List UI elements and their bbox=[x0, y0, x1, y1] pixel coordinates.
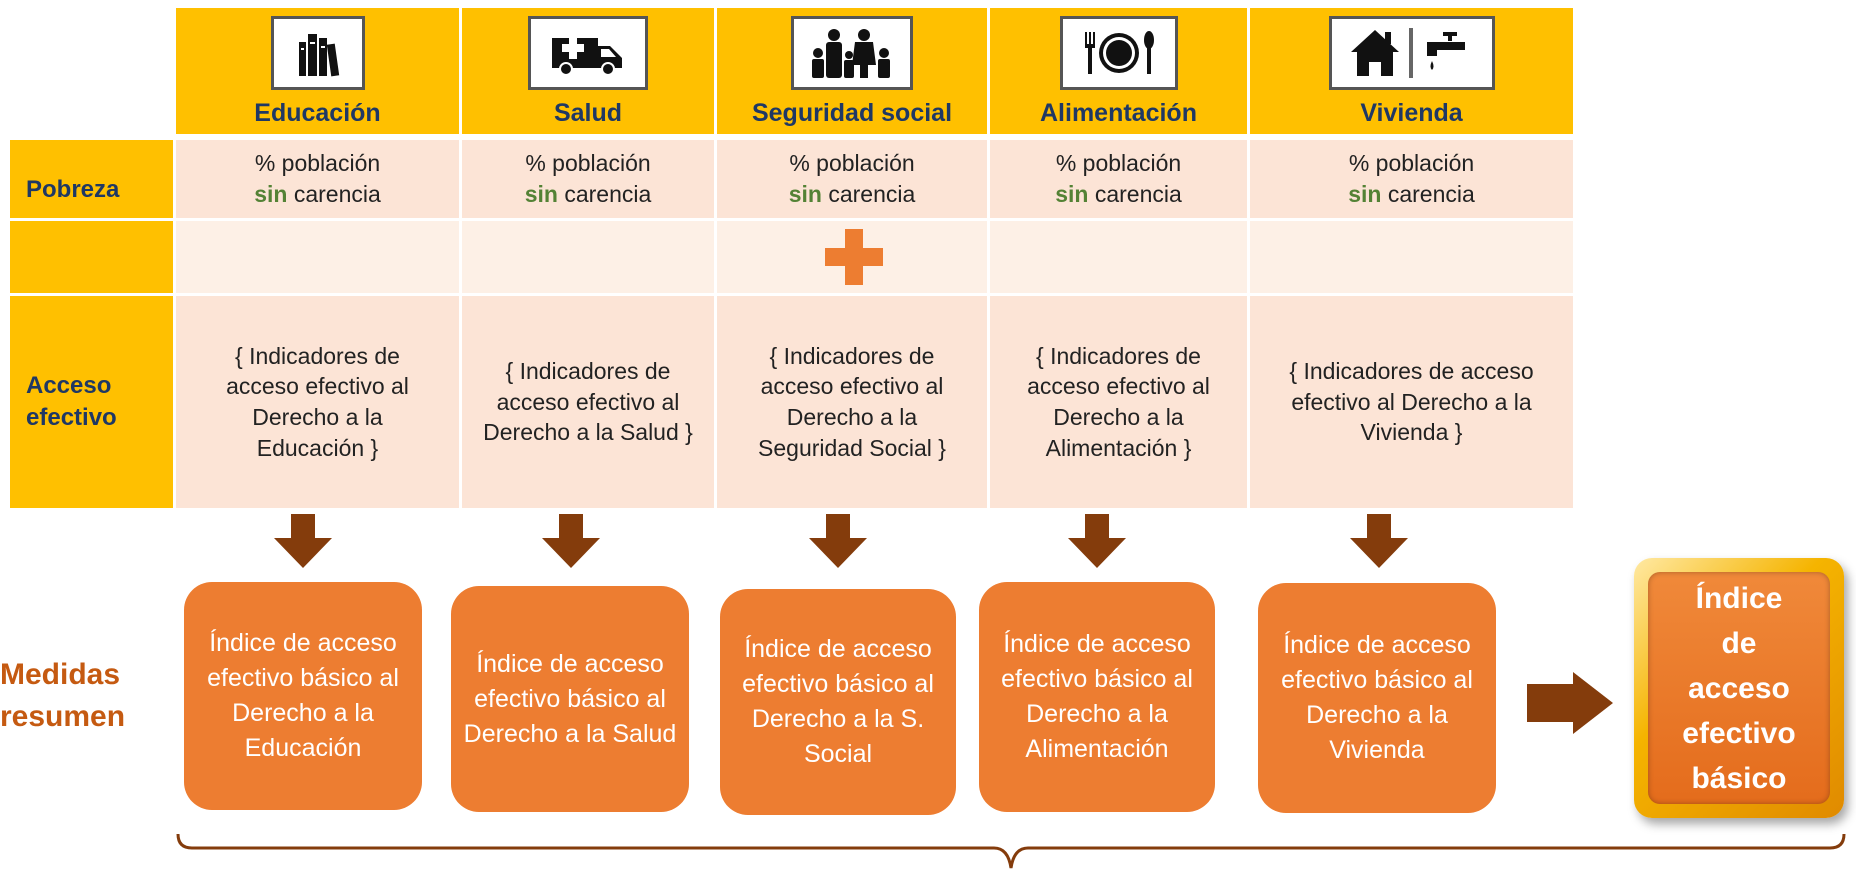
summary-box-salud: Índice de acceso efectivo básico al Dere… bbox=[451, 586, 689, 812]
header-seguridad-social: Seguridad social bbox=[717, 8, 987, 134]
header-vivienda: Vivienda bbox=[1250, 8, 1573, 134]
summary-side-label-line2: resumen bbox=[0, 700, 126, 733]
final-index-box: Índice de acceso efectivo básico bbox=[1634, 558, 1844, 818]
down-arrow-icon bbox=[1068, 514, 1126, 568]
header-salud: Salud bbox=[462, 8, 714, 134]
poverty-suffix: carencia bbox=[828, 181, 916, 207]
ambulance-icon bbox=[528, 16, 648, 90]
poverty-suffix: carencia bbox=[1387, 181, 1475, 207]
summary-box-vivienda: Índice de acceso efectivo básico al Dere… bbox=[1258, 583, 1496, 813]
poverty-sin: sin bbox=[524, 181, 558, 207]
header-label: Educación bbox=[254, 99, 381, 127]
poverty-prefix: % población bbox=[254, 150, 381, 177]
poverty-sin: sin bbox=[1348, 181, 1382, 207]
right-arrow-icon bbox=[1527, 672, 1613, 734]
poverty-sin: sin bbox=[788, 181, 822, 207]
summary-box-text: Índice de acceso efectivo básico al Dere… bbox=[1281, 631, 1473, 764]
access-text: { Indicadores de acceso efectivo al Dere… bbox=[483, 358, 693, 446]
summary-box-text: Índice de acceso efectivo básico al Dere… bbox=[1001, 630, 1193, 763]
header-label: Salud bbox=[553, 99, 623, 127]
plus-cell bbox=[717, 221, 987, 293]
poverty-prefix: % población bbox=[789, 150, 915, 177]
plus-cell bbox=[176, 221, 459, 293]
plus-icon bbox=[825, 229, 883, 285]
poverty-prefix: % población bbox=[1348, 150, 1475, 177]
header-educacion: Educación bbox=[176, 8, 459, 134]
poverty-suffix: carencia bbox=[564, 181, 652, 207]
poverty-sin: sin bbox=[1055, 181, 1089, 207]
plate-utensils-icon bbox=[1059, 16, 1178, 90]
plus-cell bbox=[990, 221, 1247, 293]
summary-box-text: Índice de acceso efectivo básico al Dere… bbox=[207, 629, 399, 762]
brace-icon bbox=[176, 834, 1846, 869]
header-label: Seguridad social bbox=[751, 99, 953, 127]
row-label-acceso-efectivo: Acceso efectivo bbox=[10, 296, 173, 508]
access-cell-educacion: { Indicadores de acceso efectivo al Dere… bbox=[176, 296, 459, 508]
final-index-text: Índice de acceso efectivo básico bbox=[1648, 572, 1830, 804]
poverty-prefix: % población bbox=[1055, 150, 1182, 177]
summary-side-label-line1: Medidas bbox=[0, 658, 121, 691]
plus-cell bbox=[462, 221, 714, 293]
plus-cell bbox=[1250, 221, 1573, 293]
header-alimentacion: Alimentación bbox=[990, 8, 1247, 134]
poverty-cell-educacion: % población sin carencia bbox=[176, 140, 459, 218]
access-text: { Indicadores de acceso efectivo al Dere… bbox=[226, 342, 409, 461]
row-label-empty bbox=[10, 221, 173, 293]
down-arrow-icon bbox=[1350, 514, 1408, 568]
row-label-text: Pobreza bbox=[26, 176, 120, 203]
header-label: Alimentación bbox=[1040, 99, 1197, 127]
access-cell-salud: { Indicadores de acceso efectivo al Dere… bbox=[462, 296, 714, 508]
down-arrow-icon bbox=[274, 514, 332, 568]
header-label: Vivienda bbox=[1360, 99, 1463, 127]
family-icon bbox=[791, 16, 913, 90]
down-arrow-icon bbox=[809, 514, 867, 568]
poverty-cell-alimentacion: % población sin carencia bbox=[990, 140, 1247, 218]
house-faucet-icon bbox=[1328, 16, 1495, 90]
access-text: { Indicadores de acceso efectivo al Dere… bbox=[758, 342, 946, 461]
summary-box-educacion: Índice de acceso efectivo básico al Dere… bbox=[184, 582, 422, 810]
poverty-cell-salud: % población sin carencia bbox=[462, 140, 714, 218]
poverty-suffix: carencia bbox=[293, 181, 381, 207]
summary-side-label: Medidas resumen bbox=[0, 654, 125, 738]
access-cell-alimentacion: { Indicadores de acceso efectivo al Dere… bbox=[990, 296, 1247, 508]
access-text: { Indicadores de acceso efectivo al Dere… bbox=[1289, 358, 1534, 446]
summary-box-alimentacion: Índice de acceso efectivo básico al Dere… bbox=[979, 582, 1215, 812]
poverty-cell-seguridad-social: % población sin carencia bbox=[717, 140, 987, 218]
poverty-cell-vivienda: % población sin carencia bbox=[1250, 140, 1573, 218]
summary-box-text: Índice de acceso efectivo básico al Dere… bbox=[742, 635, 934, 768]
poverty-prefix: % población bbox=[525, 150, 651, 177]
summary-box-seguridad-social: Índice de acceso efectivo básico al Dere… bbox=[720, 589, 956, 815]
row-label-line1: Acceso bbox=[26, 371, 112, 399]
books-icon bbox=[270, 16, 365, 90]
access-text: { Indicadores de acceso efectivo al Dere… bbox=[1027, 342, 1210, 461]
poverty-suffix: carencia bbox=[1094, 181, 1182, 207]
row-label-line2: efectivo bbox=[26, 404, 117, 431]
poverty-sin: sin bbox=[254, 181, 288, 207]
row-label-pobreza: Pobreza bbox=[10, 140, 173, 218]
access-cell-seguridad-social: { Indicadores de acceso efectivo al Dere… bbox=[717, 296, 987, 508]
down-arrow-icon bbox=[542, 514, 600, 568]
summary-box-text: Índice de acceso efectivo básico al Dere… bbox=[463, 649, 677, 748]
access-cell-vivienda: { Indicadores de acceso efectivo al Dere… bbox=[1250, 296, 1573, 508]
